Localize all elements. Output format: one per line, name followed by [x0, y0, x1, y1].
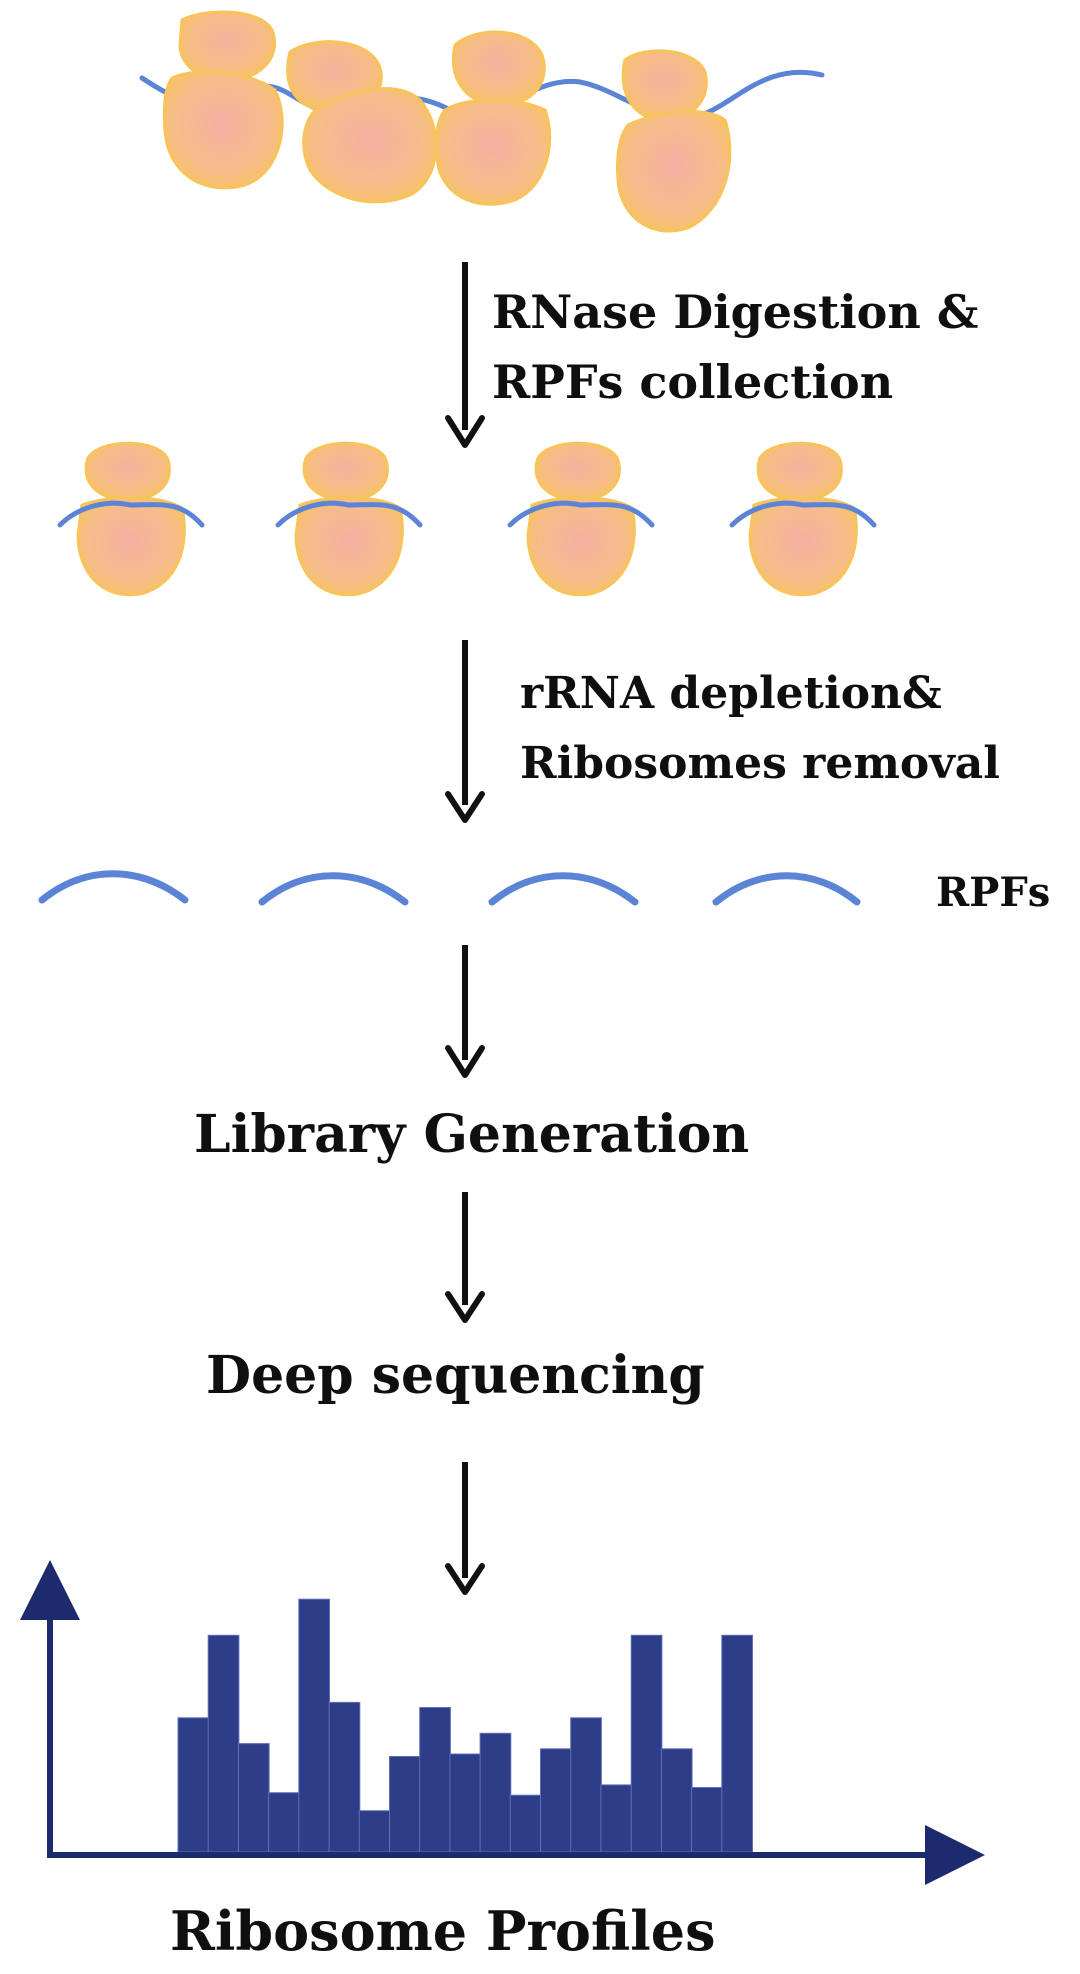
rpfs-label: RPFs: [936, 869, 1050, 916]
step-deep-sequencing: Deep sequencing: [206, 1345, 705, 1406]
histogram-bar: [177, 1717, 210, 1853]
arrow-2: [445, 640, 485, 823]
histogram-bar: [630, 1634, 663, 1853]
histogram-bar: [358, 1810, 391, 1853]
rpf-fragment-1: [38, 870, 189, 904]
step-depletion-line2: Ribosomes removal: [520, 738, 1000, 789]
histogram-bar: [207, 1634, 240, 1853]
histogram-bar: [660, 1748, 693, 1853]
histogram-bar: [721, 1634, 753, 1853]
histogram-bar: [237, 1743, 270, 1853]
rpf-fragments: [38, 870, 861, 906]
step-depletion-line1: rRNA depletion&: [520, 668, 942, 719]
histogram-bar: [389, 1756, 421, 1853]
ribosome-2: [286, 40, 438, 204]
histogram-bars: [177, 1598, 753, 1853]
rpf-fragment-2: [258, 872, 409, 906]
histogram-bar: [509, 1794, 542, 1853]
arrow-5: [445, 1462, 485, 1595]
step-ribosome-profiles: Ribosome Profiles: [170, 1899, 715, 1963]
histogram-bar: [268, 1792, 300, 1853]
ribosome-profile-histogram: [19, 1560, 985, 1885]
arrow-3: [445, 945, 485, 1078]
histogram-bar: [691, 1787, 723, 1853]
arrow-4: [445, 1192, 485, 1323]
monosome-3: [507, 441, 655, 597]
histogram-bar: [600, 1784, 633, 1853]
ribosome-1: [162, 10, 284, 190]
monosome-row: [57, 441, 877, 597]
histogram-bar: [540, 1748, 572, 1853]
histogram-bar: [419, 1707, 451, 1853]
histogram-bar: [298, 1598, 330, 1853]
histogram-bar: [328, 1701, 361, 1853]
polysome-group: [139, 10, 825, 233]
rpf-fragment-3: [488, 872, 639, 906]
monosome-1: [57, 441, 205, 597]
step-digestion-line2: RPFs collection: [492, 355, 893, 409]
monosome-4: [729, 441, 877, 597]
step-library-generation: Library Generation: [194, 1104, 749, 1165]
monosome-2: [275, 441, 423, 597]
arrow-1: [445, 262, 485, 448]
ribosome-4: [616, 49, 732, 233]
histogram-bar: [479, 1732, 512, 1853]
rpf-fragment-4: [712, 872, 861, 906]
histogram-bar: [449, 1753, 482, 1853]
step-digestion-line1: RNase Digestion &: [492, 285, 978, 339]
ribosome-3: [434, 30, 552, 206]
histogram-bar: [570, 1717, 602, 1853]
